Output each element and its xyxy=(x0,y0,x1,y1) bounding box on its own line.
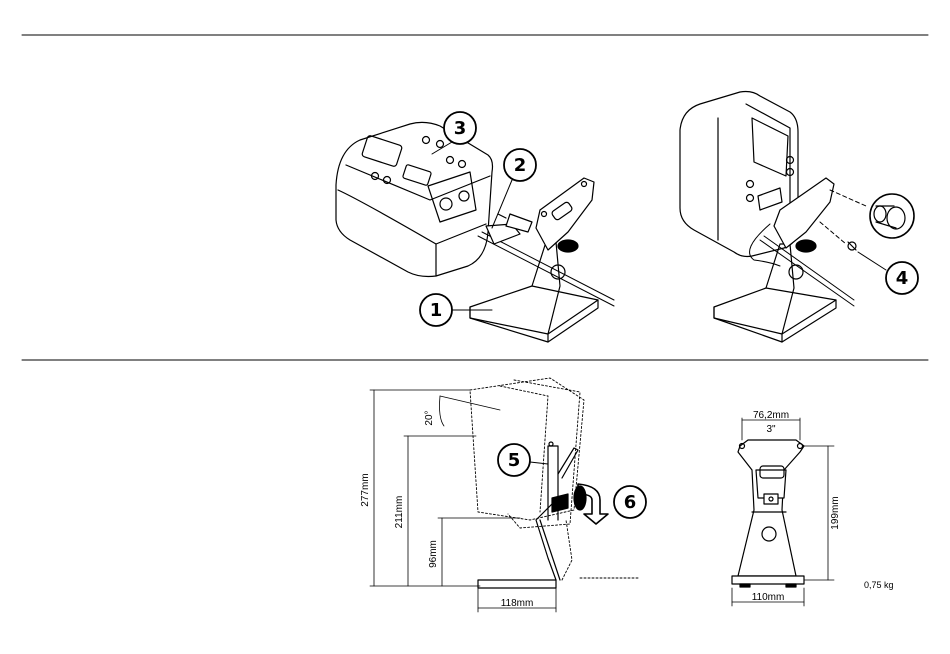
speaker-rear-illustration xyxy=(336,122,493,276)
callout-1-label: 1 xyxy=(430,300,443,321)
hole-spacing-in-label: 3" xyxy=(766,424,776,435)
callout-2-label: 2 xyxy=(514,155,527,176)
side-base-width-label: 118mm xyxy=(501,598,534,609)
front-height-label: 199mm xyxy=(830,496,841,529)
callout-3-label: 3 xyxy=(454,118,467,139)
callout-4-label: 4 xyxy=(896,268,909,289)
rotation-arrow xyxy=(574,484,608,524)
weight-label: 0,75 kg xyxy=(864,580,894,590)
front-view-drawing xyxy=(732,440,804,587)
front-base-width-label: 110mm xyxy=(752,592,785,603)
callout-5-label: 5 xyxy=(508,450,521,471)
low-height-label: 96mm xyxy=(428,540,439,568)
callout-4 xyxy=(858,252,918,294)
total-height-label: 277mm xyxy=(360,473,371,506)
hole-spacing-mm-label: 76,2mm xyxy=(753,410,789,421)
mid-height-label: 211mm xyxy=(394,496,405,529)
callout-6-label: 6 xyxy=(624,492,637,513)
stand-illustration-left xyxy=(470,178,614,342)
callout-5 xyxy=(498,444,548,476)
tilt-angle-label: 20° xyxy=(424,410,435,425)
side-view-drawing xyxy=(470,378,640,588)
